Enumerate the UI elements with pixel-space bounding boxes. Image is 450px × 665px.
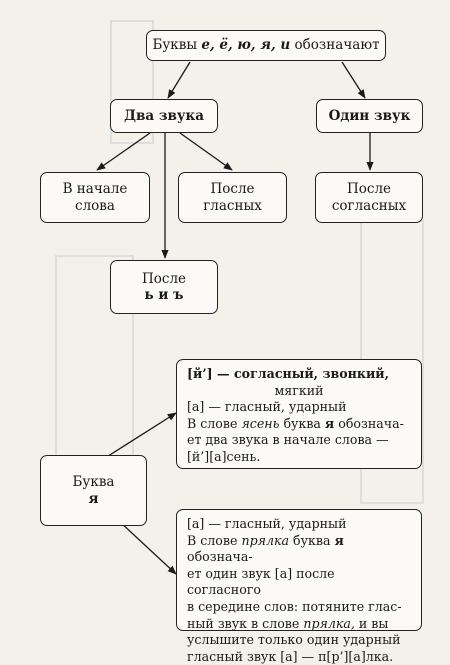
info-bottom-line5a: ный звук в слове [187,615,304,631]
top-letters: е, ё, ю, я, и [201,37,291,54]
info-top-line4c: обознача- [334,415,404,431]
info-bottom-box: [а] — гласный, ударный В слове прялка бу… [176,509,422,664]
letter-box: Буква я [40,455,147,526]
info-bottom-line2b: буква [289,532,335,548]
after-signs-line1: После [141,270,187,287]
info-top-line5: ет два звука в начале слова — [187,432,389,448]
info-top-box: [й’] — согласный, звонкий, мягкий [а] — … [176,359,422,469]
info-bottom-line1: [а] — гласный, ударный [187,516,347,531]
info-bottom-line5: ный звук в слове прялка, и вы [187,616,411,633]
info-top-line1: [й’] — согласный, звонкий, [187,366,411,383]
info-top-word: ясень [241,415,280,431]
one-sound-box: Один звук [316,99,423,133]
two-sounds-box: Два звука [110,99,218,133]
info-bottom-line4: в середине слов: потяните глас- [187,599,402,615]
ghost-frame-top [110,20,154,144]
info-bottom-line6: услышите только один ударный [187,632,401,648]
info-bottom-line7: гласный звук [а] — п[р’][а]лка. [187,648,394,664]
info-bottom-word2: прялка, [303,615,355,631]
one-sound-label: Один звук [328,107,411,124]
letter-box-word: Буква [72,474,115,491]
info-bottom-line5b: и вы [354,615,389,631]
arrow-letter-to-info-top [104,412,177,459]
arrow-top-to-two [167,61,191,99]
top-suffix: обозначают [294,37,380,54]
info-top-line1-text: [й’] — согласный, звонкий, [187,366,390,381]
after-consonants-line1: После [346,181,392,198]
after-vowels-line2: гласных [203,197,262,214]
letter-box-letter: я [88,490,99,507]
info-top-line2: мягкий [274,382,324,398]
info-top-line4: В слове ясень буква я обознача- [187,416,411,433]
after-vowels-box: После гласных [178,172,287,223]
info-bottom-line2a: В слове [187,532,242,548]
after-signs-line2: ь и ъ [144,287,184,303]
top-prefix: Буквы [152,37,198,54]
info-bottom-letter: я [334,532,344,548]
after-consonants-line2: согласных [331,197,407,214]
start-of-word-box: В начале слова [40,172,150,223]
info-top-line4a: В слове [187,415,242,431]
start-of-word-line2: слова [75,197,115,214]
arrow-top-to-one [341,61,366,99]
after-vowels-line1: После [210,181,255,198]
info-top-line6: [й’][а]сень. [187,449,261,465]
after-signs-box: После ь и ъ [110,260,218,314]
info-top-letter: я [324,415,335,431]
info-bottom-line3: ет один звук [а] после согласного [187,565,335,598]
info-top-line3: [а] — гласный, ударный [187,399,347,415]
info-bottom-line2: В слове прялка буква я обознача- [187,533,411,566]
info-top-line4b: буква [279,415,325,431]
arrow-two-to-vowels [179,132,233,171]
info-bottom-line2c: обознача- [187,549,253,565]
top-box: Буквы е, ё, ю, я, и обозначают [146,30,386,61]
two-sounds-label: Два звука [124,107,204,124]
info-bottom-word: прялка [241,532,290,548]
start-of-word-line1: В начале [62,181,128,198]
arrow-two-to-start [96,132,151,171]
after-consonants-box: После согласных [315,172,423,223]
diagram-page: Буквы е, ё, ю, я, и обозначают Два звука… [40,20,424,664]
